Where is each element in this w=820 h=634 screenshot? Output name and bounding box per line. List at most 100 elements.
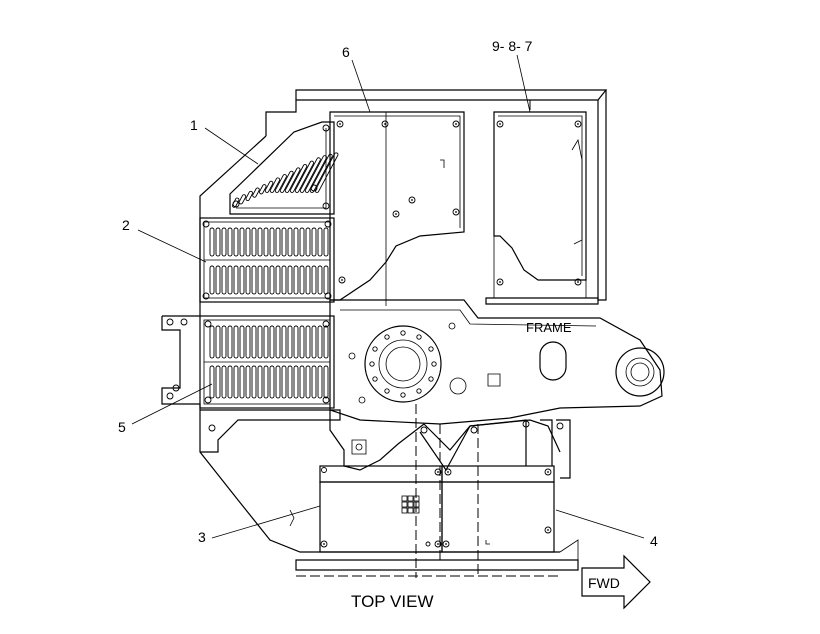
callout-4: 4 — [650, 533, 658, 549]
grille-slot — [275, 325, 281, 359]
grille-2 — [199, 217, 335, 303]
grille-slot — [284, 167, 301, 193]
grille-slot — [245, 325, 251, 359]
grille-slot — [215, 265, 221, 295]
grille-slot — [281, 227, 287, 257]
grille-slot — [275, 227, 281, 257]
grille-slot — [233, 227, 239, 257]
grille-1 — [229, 121, 339, 215]
grille-slot — [251, 325, 257, 359]
grille-slot — [269, 177, 281, 193]
grille-slot — [263, 325, 269, 359]
grille-slot — [209, 265, 215, 295]
callout-5: 5 — [118, 419, 126, 435]
grille-slot — [305, 365, 311, 399]
hub-bolt-ring — [369, 330, 437, 398]
view-title: TOP VIEW — [351, 592, 434, 611]
forward-arrow-icon — [581, 554, 651, 610]
grille-slot — [323, 227, 329, 257]
panel-3 — [289, 465, 443, 553]
grille-slot — [323, 365, 329, 399]
callout-1: 1 — [190, 117, 198, 133]
grille-slot — [238, 194, 247, 205]
grille-slot — [245, 365, 251, 399]
grille-slot — [209, 325, 215, 359]
callout-3: 3 — [198, 529, 206, 545]
grille-slot — [221, 365, 227, 399]
grille-slot — [257, 227, 263, 257]
grille-slot — [231, 197, 240, 208]
grille-slot — [233, 365, 239, 399]
grille-slot — [259, 184, 267, 195]
grille-slot — [263, 227, 269, 257]
grille-slot — [221, 265, 227, 295]
grille-slot — [233, 325, 239, 359]
grille-slot — [227, 325, 233, 359]
grille-slot — [257, 365, 263, 399]
grille-slot — [293, 227, 299, 257]
grille-slot — [279, 170, 294, 193]
frame-label: FRAME — [526, 320, 572, 335]
grille-slot — [287, 325, 293, 359]
panel-9-8-7 — [485, 111, 599, 305]
grille-slot — [239, 265, 245, 295]
machine-outline — [161, 89, 608, 571]
grille-slot — [275, 365, 281, 399]
grille-slot — [299, 157, 321, 193]
grille-slot — [221, 227, 227, 257]
grille-slot — [304, 155, 327, 193]
grille-slot — [317, 325, 323, 359]
grille-slot — [305, 325, 311, 359]
callout-9-8-7: 9- 8- 7 — [492, 38, 533, 54]
grille-slot — [245, 190, 253, 202]
hidden-lines — [296, 99, 560, 578]
grille-5 — [166, 315, 335, 432]
grille-slot — [299, 365, 305, 399]
grille-slot — [239, 325, 245, 359]
grille-slot — [305, 227, 311, 257]
grille-slot — [281, 265, 287, 295]
grille-slot — [287, 227, 293, 257]
grille-slot — [309, 153, 333, 193]
grille-slot — [281, 325, 287, 359]
grille-5-slots — [209, 325, 329, 399]
grille-slot — [251, 365, 257, 399]
grille-slot — [215, 325, 221, 359]
frame — [200, 299, 665, 471]
grille-slot — [275, 265, 281, 295]
grille-slot — [227, 227, 233, 257]
grille-slot — [252, 187, 260, 198]
grille-slot — [314, 152, 339, 193]
grille-slot — [269, 365, 275, 399]
grille-slot — [293, 265, 299, 295]
grille-slot — [311, 325, 317, 359]
fwd-label: FWD — [588, 575, 620, 591]
grille-slot — [263, 365, 269, 399]
grille-slot — [293, 325, 299, 359]
grille-slot — [227, 265, 233, 295]
grille-slot — [317, 265, 323, 295]
grille-slot — [257, 325, 263, 359]
panel-6 — [329, 111, 465, 306]
grille-slot — [323, 265, 329, 295]
grille-slot — [245, 265, 251, 295]
grille-slot — [287, 365, 293, 399]
grille-slot — [293, 365, 299, 399]
grille-slot — [269, 325, 275, 359]
grille-slot — [233, 265, 239, 295]
grille-slot — [251, 227, 257, 257]
grille-slot — [263, 265, 269, 295]
grille-slot — [209, 227, 215, 257]
grille-slot — [311, 227, 317, 257]
panel-4 — [419, 419, 571, 553]
grille-slot — [215, 365, 221, 399]
grille-slot — [299, 265, 305, 295]
grille-slot — [311, 265, 317, 295]
grille-slot — [264, 180, 274, 193]
grille-slot — [251, 265, 257, 295]
callout-2: 2 — [122, 217, 130, 233]
grille-slot — [227, 365, 233, 399]
grille-slot — [289, 164, 308, 193]
grille-slot — [299, 325, 305, 359]
grille-slot — [209, 365, 215, 399]
